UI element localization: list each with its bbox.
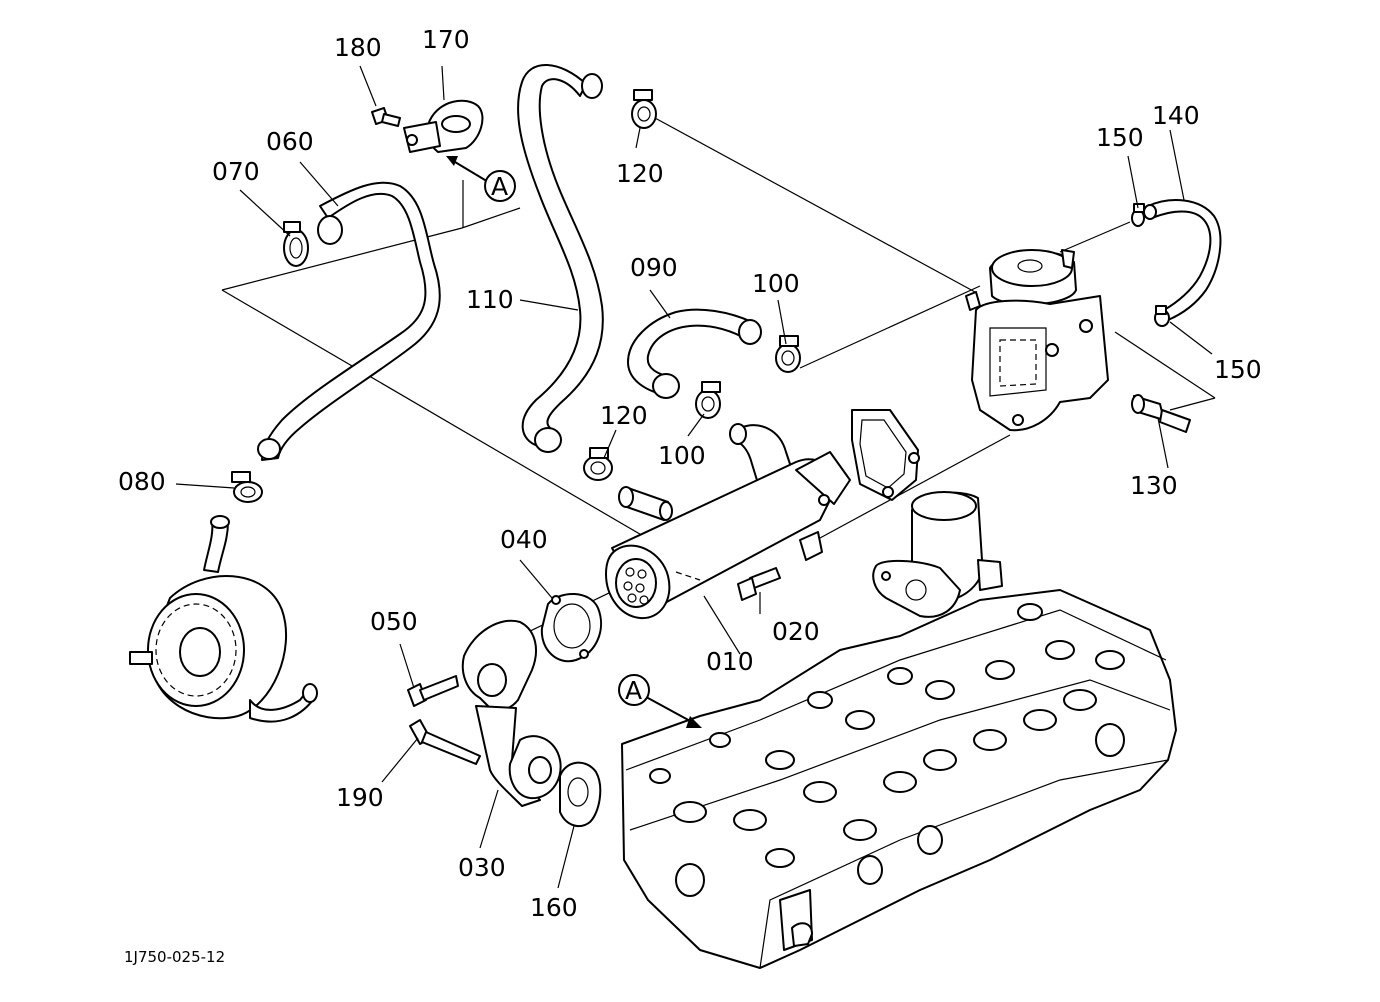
- label-100-bottom: 100: [658, 441, 706, 470]
- ref-a-bottom-label: A: [625, 676, 642, 705]
- clamp-070: [283, 221, 309, 267]
- gasket-160: [559, 761, 602, 828]
- bolt-050: [407, 675, 459, 707]
- label-030: 030: [458, 853, 506, 882]
- gasket-040: [540, 592, 602, 663]
- hose-140: [1143, 199, 1222, 321]
- label-060: 060: [266, 127, 314, 156]
- egr-valve: [965, 249, 1109, 432]
- clamp-120-top: [631, 89, 657, 129]
- clamp-100-right: [775, 335, 801, 373]
- bolt-020: [737, 567, 781, 601]
- bracket-170: [403, 99, 484, 153]
- egr-cooler-010: [605, 423, 851, 620]
- bolt-190: [409, 719, 481, 765]
- label-100-top: 100: [752, 269, 800, 298]
- clamp-120-bottom: [583, 447, 613, 481]
- fitting: [618, 486, 673, 521]
- label-120-top: 120: [616, 159, 664, 188]
- label-110: 110: [466, 285, 514, 314]
- gasket-upper: [851, 409, 920, 501]
- label-180: 180: [334, 33, 382, 62]
- label-090: 090: [630, 253, 678, 282]
- label-150-top: 150: [1096, 123, 1144, 152]
- part-labels: 180 170 060 070 120 110 090 100 150 140 …: [118, 25, 1262, 966]
- bolt-180: [371, 107, 401, 127]
- hose-090: [627, 308, 762, 399]
- label-170: 170: [422, 25, 470, 54]
- cylinder-head: [621, 589, 1177, 969]
- label-010: 010: [706, 647, 754, 676]
- ref-a-top-label: A: [491, 172, 508, 201]
- egr-pipe-030: [461, 619, 562, 807]
- clamp-080: [231, 471, 263, 503]
- label-070: 070: [212, 157, 260, 186]
- reference-a-bottom: [618, 674, 702, 728]
- oil-cooler: [129, 515, 318, 723]
- clamp-150-bottom: [1154, 305, 1170, 327]
- label-140: 140: [1152, 101, 1200, 130]
- clamp-150-top: [1131, 203, 1145, 227]
- reference-a-top: [446, 156, 516, 202]
- hose-060: [257, 181, 441, 461]
- label-050: 050: [370, 607, 418, 636]
- label-leaders: [175, 65, 1213, 889]
- label-040: 040: [500, 525, 548, 554]
- thermostat-housing: [872, 491, 1003, 618]
- label-020: 020: [772, 617, 820, 646]
- label-120-bottom: 120: [600, 401, 648, 430]
- sensor-130: [1131, 394, 1191, 433]
- label-080: 080: [118, 467, 166, 496]
- head-ports: [649, 603, 1125, 897]
- clamp-100-left: [695, 381, 721, 419]
- hose-110: [517, 64, 604, 453]
- label-160: 160: [530, 893, 578, 922]
- label-190: 190: [336, 783, 384, 812]
- drawing-code: 1J750-025-12: [124, 948, 225, 966]
- label-130: 130: [1130, 471, 1178, 500]
- label-150-bottom: 150: [1214, 355, 1262, 384]
